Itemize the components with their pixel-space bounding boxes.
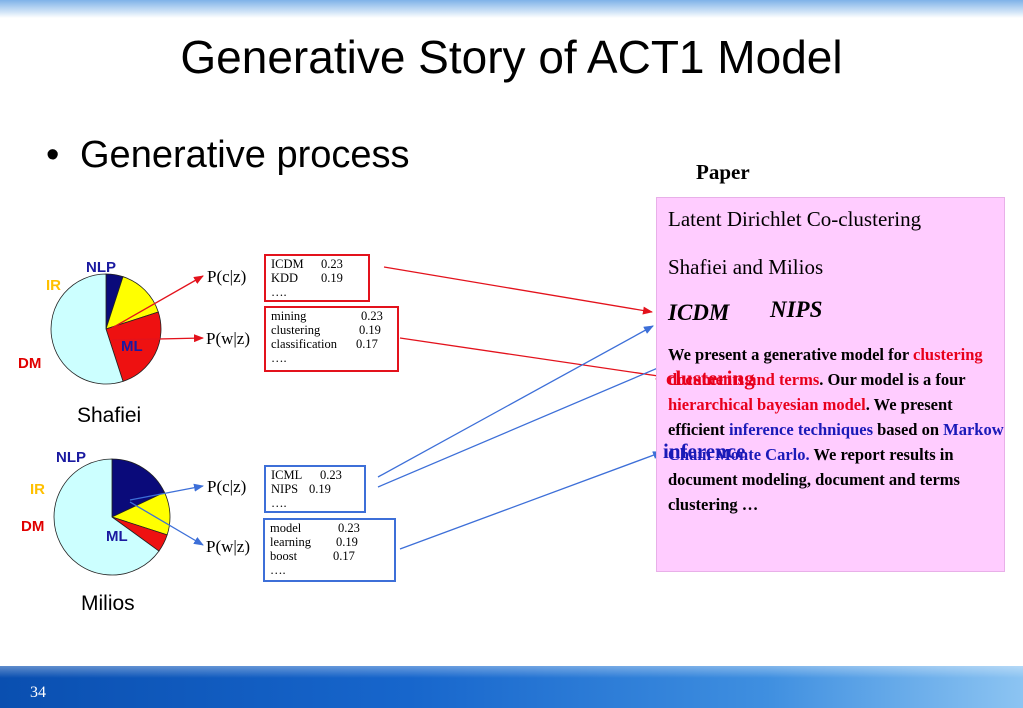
dist-term: KDD <box>271 271 299 285</box>
abstract-text: . Our model is a four <box>819 370 966 389</box>
dist-row: …. <box>271 351 397 365</box>
dist-row: …. <box>271 496 364 510</box>
dist-prob: 0.19 <box>309 482 331 496</box>
milios-pwz-label: P(w|z) <box>206 537 251 556</box>
paper-label: Paper <box>696 160 750 184</box>
milios-topic-pie <box>53 458 171 576</box>
dist-row: …. <box>270 563 394 577</box>
shafiei-venue-distribution: ICDM 0.23 KDD 0.19 …. <box>264 254 370 302</box>
dist-prob: 0.19 <box>321 271 343 285</box>
dist-row: classification 0.17 <box>271 337 397 351</box>
shafiei-label-nlp: NLP <box>86 259 116 276</box>
abstract-highlight-inference: inference techniques <box>728 420 873 439</box>
pie-slice-ml <box>50 273 124 385</box>
dist-term: model <box>270 521 302 535</box>
milios-label-dm: DM <box>21 518 45 535</box>
dist-row: model 0.23 <box>270 521 394 535</box>
overlay-word-clustering: clustering <box>666 366 755 390</box>
dist-prob: 0.19 <box>359 323 381 337</box>
dist-prob: 0.17 <box>356 337 378 351</box>
arrow-icdm-to-paper <box>383 266 653 315</box>
paper-card: Latent Dirichlet Co-clustering Shafiei a… <box>656 197 1005 572</box>
arrow-model-to-inference <box>399 451 663 550</box>
bullet-generative-process: • Generative process <box>46 134 410 177</box>
dist-term: …. <box>271 285 287 299</box>
dist-row: …. <box>271 285 368 299</box>
dist-term: …. <box>271 351 287 365</box>
milios-label-nlp: NLP <box>56 449 86 466</box>
abstract-highlight-mcmc: Markow Chain Monte Carlo. <box>668 420 1004 464</box>
dist-row: clustering 0.19 <box>271 323 397 337</box>
author-name-milios: Milios <box>81 592 135 615</box>
dist-prob: 0.23 <box>320 468 342 482</box>
dist-prob: 0.23 <box>361 309 383 323</box>
dist-prob: 0.17 <box>333 549 355 563</box>
abstract-text: We report results in document modeling, … <box>668 445 960 514</box>
paper-venue-nips: NIPS <box>770 297 823 322</box>
bottom-decorative-band <box>0 666 1023 708</box>
dist-term: …. <box>271 496 287 510</box>
arrow-icml-to-icdm <box>377 325 654 478</box>
shafiei-label-ir: IR <box>46 277 61 294</box>
milios-venue-distribution: ICML 0.23 NIPS 0.19 …. <box>264 465 366 513</box>
dist-row: NIPS 0.19 <box>271 482 364 496</box>
shafiei-pcz-label: P(c|z) <box>207 267 247 286</box>
milios-pcz-label: P(c|z) <box>207 477 247 496</box>
dist-row: ICDM 0.23 <box>271 257 368 271</box>
slide-title: Generative Story of ACT1 Model <box>180 31 843 83</box>
milios-label-ml: ML <box>106 528 128 545</box>
dist-prob: 0.19 <box>336 535 358 549</box>
paper-title: Latent Dirichlet Co-clustering <box>668 207 922 231</box>
dist-row: boost 0.17 <box>270 549 394 563</box>
arrow-shafiei-to-pcz <box>111 275 204 329</box>
abstract-highlight-clustering: clustering documents and terms <box>668 345 983 389</box>
dist-term: mining <box>271 309 307 323</box>
dist-row: learning 0.19 <box>270 535 394 549</box>
shafiei-label-dm: DM <box>18 355 42 372</box>
overlay-word-inference: inference <box>663 439 746 463</box>
shafiei-label-ml: ML <box>121 338 143 355</box>
dist-term: NIPS <box>271 482 299 496</box>
dist-term: learning <box>270 535 311 549</box>
milios-word-distribution: model 0.23 learning 0.19 boost 0.17 …. <box>263 518 396 582</box>
shafiei-topic-pie <box>50 273 162 385</box>
abstract-text: We present a generative model for <box>668 345 914 364</box>
abstract-text: . We present efficient <box>668 395 953 439</box>
dist-term: ICML <box>271 468 303 482</box>
arrow-milios-to-pwz <box>129 501 204 546</box>
abstract-highlight-hierarchical: hierarchical bayesian model <box>668 395 866 414</box>
dist-prob: 0.23 <box>338 521 360 535</box>
arrow-milios-to-pcz <box>129 483 204 501</box>
shafiei-pwz-label: P(w|z) <box>206 329 251 348</box>
milios-label-ir: IR <box>30 481 45 498</box>
author-name-shafiei: Shafiei <box>77 404 142 427</box>
dist-term: clustering <box>271 323 321 337</box>
dist-term: ICDM <box>271 257 304 271</box>
dist-term: classification <box>271 337 337 351</box>
shafiei-word-distribution: mining 0.23 clustering 0.19 classification… <box>264 306 399 372</box>
page-number: 34 <box>30 684 46 701</box>
pie-slice-nlp <box>111 458 166 518</box>
dist-term: boost <box>270 549 298 563</box>
paper-venue-icdm: ICDM <box>668 300 730 325</box>
arrow-clustering-to-paper <box>399 337 666 380</box>
paper-abstract: We present a generative model for cluste… <box>668 342 1006 517</box>
dist-row: ICML 0.23 <box>271 468 364 482</box>
dist-row: KDD 0.19 <box>271 271 368 285</box>
bullet-text: Generative process <box>80 134 410 176</box>
top-decorative-band <box>0 0 1023 18</box>
dist-term: …. <box>270 563 286 577</box>
paper-authors: Shafiei and Milios <box>668 255 824 279</box>
pie-slice-ml <box>53 458 160 576</box>
pie-slice-dm <box>105 311 162 382</box>
band-gloss <box>0 666 1023 678</box>
dist-row: mining 0.23 <box>271 309 397 323</box>
bullet-symbol: • <box>46 134 60 176</box>
arrow-shafiei-to-pwz <box>111 334 204 343</box>
abstract-text: based on <box>873 420 944 439</box>
dist-prob: 0.23 <box>321 257 343 271</box>
